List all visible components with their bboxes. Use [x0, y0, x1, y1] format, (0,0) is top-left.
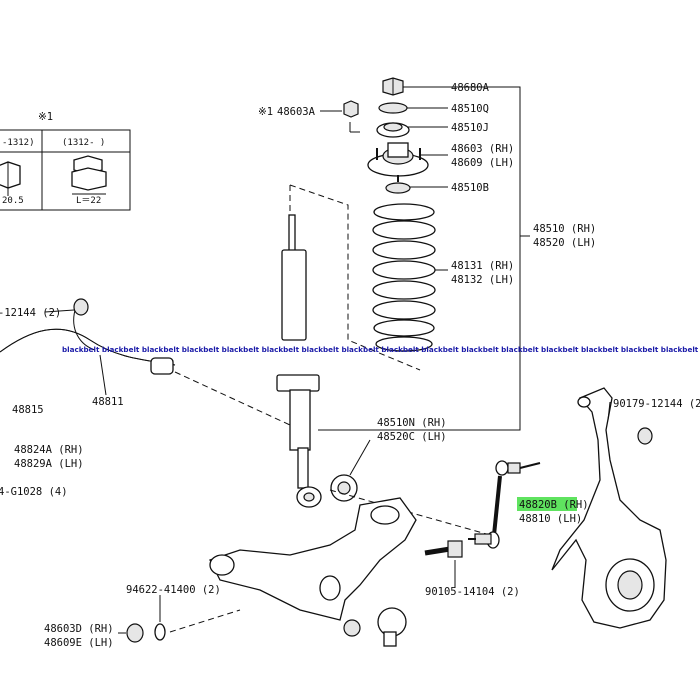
lower-control-arm [209, 497, 417, 647]
dashed-guide-5 [169, 609, 241, 633]
stabilizer-link-48820b [468, 460, 541, 549]
dashed-guide-3 [174, 371, 291, 426]
bushing-48510n [330, 474, 358, 502]
dashed-guide-1 [289, 184, 421, 371]
highlight-48820b [517, 497, 577, 511]
label-48520c: 48520C (LH) [377, 431, 447, 443]
label-48603a-mark: ※1 [258, 106, 273, 118]
label-48520: 48520 (LH) [533, 237, 596, 249]
label-48680a: 48680A [451, 82, 490, 94]
label-48603a: 48603A [277, 106, 316, 118]
label-48603d: 48603D (RH) [44, 623, 114, 635]
label-48510b: 48510B [451, 182, 489, 194]
label-48609: 48609 (LH) [451, 157, 514, 169]
watermark-text: blackbelt blackbelt blackbelt blackbelt … [62, 345, 700, 354]
label-90105: 90105-14104 (2) [425, 586, 520, 598]
label-48131: 48131 (RH) [451, 260, 514, 272]
table-col1-header: -1312) [2, 138, 35, 148]
label-48609e: 48609E (LH) [44, 637, 114, 649]
label-48132: 48132 (LH) [451, 274, 514, 286]
steering-knuckle [551, 387, 667, 629]
leader-48510n [349, 439, 371, 476]
leader-48811 [99, 354, 107, 396]
label-48815: 48815 [12, 404, 44, 416]
leader-90179 [607, 401, 611, 421]
label-g1028: 4-G1028 (4) [0, 486, 68, 498]
nut-icon [0, 161, 21, 196]
label-48811: 48811 [92, 396, 124, 408]
nut-90179 [637, 427, 653, 445]
washer-94622 [154, 623, 166, 641]
assembly-bracket [318, 86, 521, 431]
nut-12144-left [73, 298, 89, 316]
coil-spring-48131 [372, 203, 436, 352]
part-labels: 48680A ※1 48603A 48510Q 48510J 48603 (RH… [0, 82, 700, 649]
label-48810: 48810 (LH) [519, 513, 582, 525]
bolt-90105 [424, 540, 463, 558]
table-col2-value: L＝22 [76, 196, 101, 206]
nut-icon-long [71, 155, 107, 195]
label-48510: 48510 (RH) [533, 223, 596, 235]
label-48603: 48603 (RH) [451, 143, 514, 155]
bushing-48510j [376, 122, 410, 138]
leader-lines [320, 86, 448, 271]
label-90179: 90179-12144 (2) [613, 398, 700, 410]
label-48510q: 48510Q [451, 103, 489, 115]
label-48829a: 48829A (LH) [14, 458, 84, 470]
label-48824a: 48824A (RH) [14, 444, 84, 456]
label-12144-left: -12144 (2) [0, 307, 61, 319]
leader-12144 [44, 309, 75, 313]
label-94622: 94622-41400 (2) [126, 584, 221, 596]
insulator-48510b [385, 182, 411, 194]
reference-table: ※1 -1312) (1312- ) 20.5 L＝22 [0, 111, 131, 211]
bushing-48815 [150, 357, 174, 375]
shock-absorber [276, 214, 322, 508]
washer-48510q [378, 102, 408, 114]
nut-48603a [343, 100, 359, 118]
nut-48680a [382, 77, 404, 96]
label-48510j: 48510J [451, 122, 489, 134]
table-note-mark: ※1 [38, 111, 53, 123]
stabilizer-bar-48811 [0, 309, 176, 366]
label-48510n: 48510N (RH) [377, 417, 447, 429]
nut-48603d [126, 623, 144, 643]
table-col1-value: 20.5 [2, 196, 24, 206]
label-48820b: 48820B (RH) [519, 499, 589, 511]
table-col2-header: (1312- ) [62, 138, 105, 148]
strut-mount-48603 [367, 142, 429, 182]
